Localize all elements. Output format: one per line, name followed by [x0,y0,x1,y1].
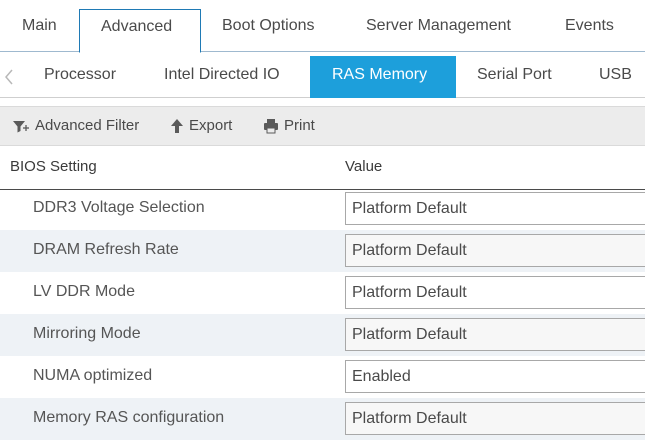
export-arrow-icon [170,118,184,134]
tab-server-management[interactable]: Server Management [366,9,511,52]
sub-tab-bar: Processor Intel Directed IO RAS Memory S… [0,56,645,98]
setting-label: LV DDR Mode [33,272,135,314]
tab-main[interactable]: Main [22,9,57,52]
export-label: Export [189,107,232,145]
table-header: BIOS Setting Value [0,146,645,190]
table-row: NUMA optimized Enabled [0,356,645,398]
table-row: LV DDR Mode Platform Default [0,272,645,314]
subtab-processor[interactable]: Processor [44,56,116,98]
toolbar: Advanced Filter Export Print [0,106,645,146]
setting-label: DRAM Refresh Rate [33,230,179,272]
setting-label: NUMA optimized [33,356,152,398]
table-row: DDR3 Voltage Selection Platform Default [0,188,645,230]
setting-label: Mirroring Mode [33,314,141,356]
advanced-filter-label: Advanced Filter [35,107,139,145]
tab-advanced[interactable]: Advanced [79,9,201,53]
setting-value-field[interactable]: Platform Default [345,276,645,309]
subtab-serial-port[interactable]: Serial Port [477,56,552,98]
tab-boot-options[interactable]: Boot Options [222,9,315,52]
setting-value-field[interactable]: Platform Default [345,402,645,435]
column-header-value[interactable]: Value [345,146,382,190]
setting-value-field[interactable]: Platform Default [345,234,645,267]
subtab-usb[interactable]: USB [599,56,632,98]
table-row: DRAM Refresh Rate Platform Default [0,230,645,272]
table-row: Mirroring Mode Platform Default [0,314,645,356]
print-label: Print [284,107,315,145]
setting-value-field[interactable]: Platform Default [345,318,645,351]
print-button[interactable]: Print [263,107,315,145]
column-header-bios-setting[interactable]: BIOS Setting [10,146,97,190]
tab-events[interactable]: Events [565,9,614,52]
setting-value-field[interactable]: Platform Default [345,192,645,225]
subtab-intel-directed-io[interactable]: Intel Directed IO [164,56,280,98]
advanced-filter-button[interactable]: Advanced Filter [12,107,139,145]
setting-value-field[interactable]: Enabled [345,360,645,393]
filter-icon [12,118,30,134]
printer-icon [263,118,279,134]
export-button[interactable]: Export [170,107,232,145]
table-row: Memory RAS configuration Platform Defaul… [0,398,645,440]
top-tab-bar: Main Advanced Boot Options Server Manage… [0,0,645,52]
subtab-ras-memory[interactable]: RAS Memory [310,56,456,98]
setting-label: Memory RAS configuration [33,398,224,440]
setting-label: DDR3 Voltage Selection [33,188,205,230]
